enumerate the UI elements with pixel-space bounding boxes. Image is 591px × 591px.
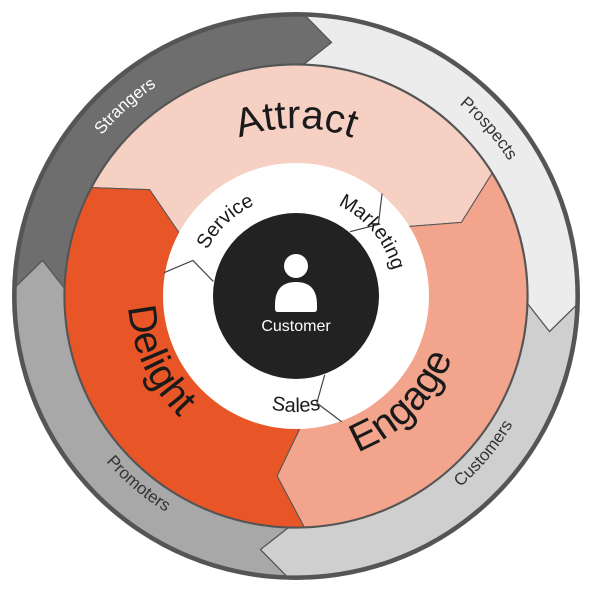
team-divider-service <box>163 259 214 282</box>
team-divider-marketing <box>349 193 383 233</box>
stage-ring <box>64 64 528 528</box>
team-divider-sales <box>316 374 343 423</box>
team-label-sales: Sales <box>270 393 321 418</box>
svg-text:Sales: Sales <box>270 393 321 418</box>
customer-label: Customer <box>261 318 331 335</box>
ring-segment-promoters <box>15 259 290 577</box>
person-icon <box>275 254 317 312</box>
outer-ring <box>15 15 577 577</box>
customer-hub: Customer <box>213 213 379 379</box>
